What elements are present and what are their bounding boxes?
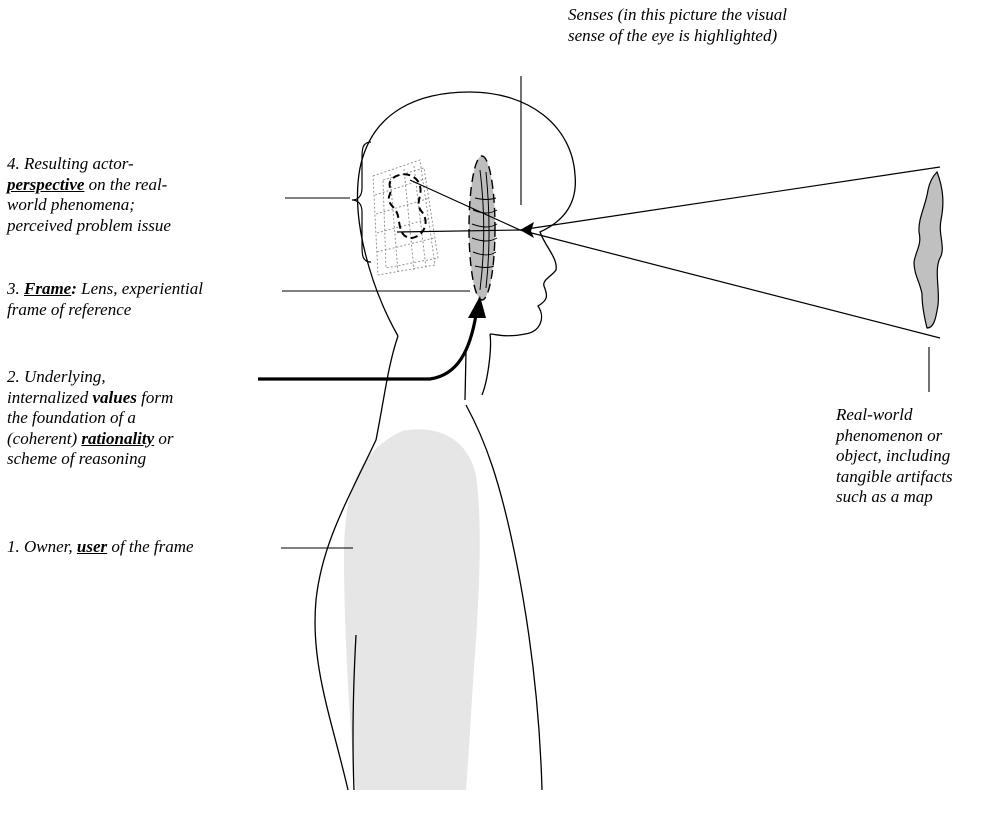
user-keyword: user [77,537,107,556]
values-label: 2. Underlying, internalized values form … [7,367,174,470]
perspective-label: 4. Resulting actor- perspective on the r… [7,154,171,236]
frame-keyword: Frame [24,279,71,298]
perspective-keyword: perspective [7,175,84,194]
values-keyword: values [92,388,136,407]
perspective-brace [352,142,371,262]
torso-fill [344,429,480,790]
frame-label: 3. Frame: Lens, experiential frame of re… [7,279,203,320]
head-outline [358,92,576,336]
senses-label: Senses (in this picture the visual sense… [568,5,787,46]
lens-shape [469,156,495,300]
eye-arrowhead-icon [520,222,534,238]
real-world-object [914,172,943,328]
user-label: 1. Owner, user of the frame [7,537,194,558]
rationality-keyword: rationality [81,429,154,448]
perspective-grid [373,160,438,275]
real-world-label: Real-world phenomenon or object, includi… [836,405,953,508]
values-arrow [258,315,476,379]
